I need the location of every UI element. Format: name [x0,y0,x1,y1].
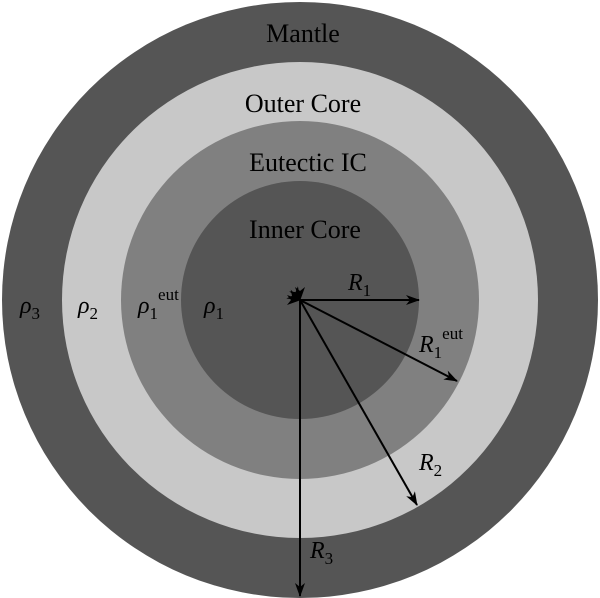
rho3-label: ρ3 [19,293,40,323]
r3-label: R3 [309,538,333,568]
r2-label: R2 [418,450,442,480]
r2-arrow [289,286,418,506]
inner-core-label: Inner Core [249,215,361,244]
rho1-label: ρ1 [203,293,224,323]
rho1-eut-label: ρ1eut [137,285,179,323]
rho2-label: ρ2 [77,293,98,323]
r1-eut-label: R1eut [418,324,463,362]
mantle-label: Mantle [266,19,340,48]
r1-label: R1 [347,270,371,300]
outer-core-label: Outer Core [245,89,361,118]
eutectic-ic-label: Eutectic IC [249,148,367,177]
